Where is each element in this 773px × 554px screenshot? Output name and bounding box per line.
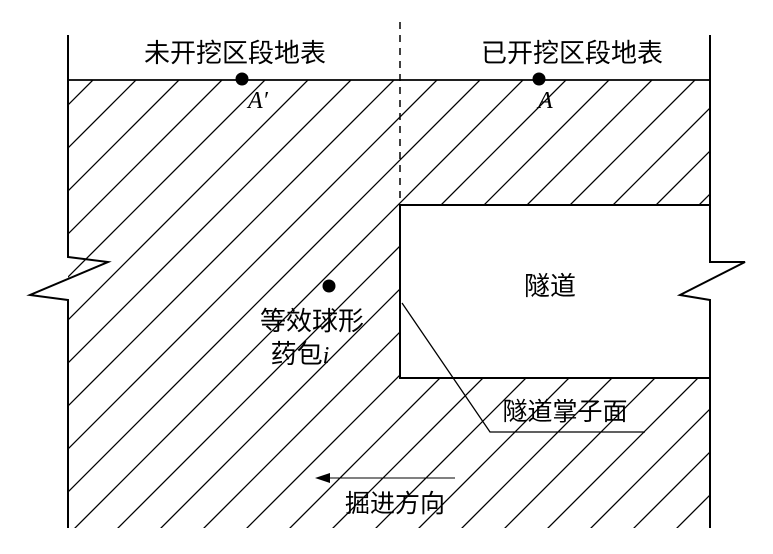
hatch-line: [68, 80, 114, 528]
hatch-line: [621, 80, 710, 528]
direction-arrowhead: [315, 473, 330, 483]
rock-hatching: [0, 60, 773, 540]
hatch-line: [68, 80, 544, 528]
hatch-line: [191, 80, 673, 528]
charge-label-line2: 药包i: [271, 340, 330, 370]
hatch-line: [105, 80, 587, 528]
hatch-line: [406, 80, 710, 528]
hatch-line: [68, 80, 286, 528]
hatch-line: [68, 80, 243, 528]
point-a-label: A: [536, 88, 553, 114]
hatch-line: [148, 80, 630, 528]
hatch-line: [535, 80, 710, 528]
charge-label-line1: 等效球形: [260, 307, 364, 337]
hatch-line: [277, 80, 710, 528]
hatch-line: [707, 80, 710, 528]
tunnel-outline: [399, 204, 710, 379]
hatch-line: [751, 60, 773, 540]
hatch-line: [68, 80, 458, 528]
hatch-line: [68, 80, 329, 528]
point-a-prime-dot: [235, 72, 249, 86]
charge-index: i: [323, 343, 330, 369]
hatch-line: [449, 80, 710, 528]
hatch-line: [0, 60, 27, 540]
point-a-prime-label: A′: [246, 88, 269, 114]
hatch-line: [664, 80, 710, 528]
excavated-surface-label: 已开挖区段地表: [481, 39, 663, 69]
tunnel-face-label: 隧道掌子面: [502, 397, 627, 426]
hatch-line: [68, 80, 501, 528]
point-a-dot: [532, 72, 546, 86]
hatch-line: [492, 80, 710, 528]
hatch-line: [578, 80, 710, 528]
right-break-boundary: [676, 35, 746, 528]
left-break-boundary: [26, 35, 112, 528]
hatch-line: [68, 80, 415, 528]
hatch-line: [234, 80, 710, 528]
hatch-line: [68, 80, 157, 528]
unexcavated-surface-label: 未开挖区段地表: [144, 39, 326, 69]
hatch-line: [68, 80, 71, 528]
excavation-direction-label: 掘进方向: [345, 489, 445, 518]
hatch-line: [68, 80, 372, 528]
tunnel-label: 隧道: [524, 272, 576, 302]
hatch-line: [68, 80, 200, 528]
charge-center-dot: [322, 279, 336, 293]
tunnel-face-leader: [401, 302, 645, 433]
